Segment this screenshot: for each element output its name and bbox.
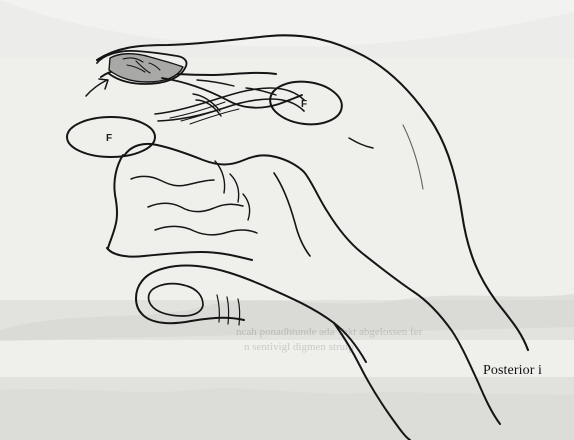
force-label-left: F — [106, 133, 112, 144]
finger-crease-1 — [131, 177, 214, 186]
lower-finger-left-edge — [108, 155, 123, 248]
fingernail-shading — [109, 54, 183, 82]
figure-caption: Posterior i — [483, 363, 542, 379]
thumb-top-outline — [142, 266, 366, 362]
finger-curve-upper — [162, 78, 302, 108]
pointer-line — [349, 138, 373, 148]
motion-arrow-shaft — [86, 80, 107, 96]
hand-line-art — [86, 35, 528, 440]
thumb-crease-lines — [217, 295, 240, 325]
thumb-nail — [149, 284, 203, 316]
force-callout-left: F — [67, 117, 155, 157]
finger-crease-3 — [155, 226, 257, 235]
finger-crease-2 — [148, 203, 243, 211]
force-label-right: F — [301, 99, 307, 110]
back-hand-contour — [403, 125, 423, 189]
wrist-lower-outline — [334, 323, 410, 440]
knuckle-marks — [215, 161, 250, 220]
lower-finger-bottom — [107, 248, 252, 260]
palm-inner-line — [274, 173, 310, 256]
